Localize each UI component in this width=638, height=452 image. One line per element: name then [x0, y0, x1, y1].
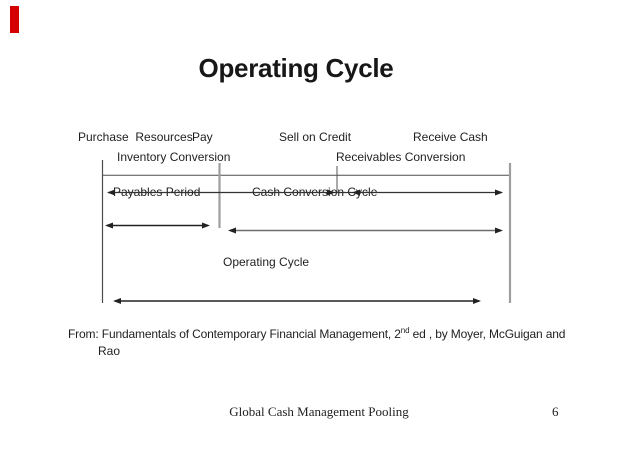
event-label-sell-on-credit: Sell on Credit	[279, 130, 352, 144]
arrowhead-right-icon	[495, 189, 503, 196]
arrowhead-right-icon	[473, 298, 481, 304]
phase-label-receivables-conversion: Receivables Conversion	[336, 150, 466, 164]
arrowhead-right-icon	[202, 222, 210, 229]
event-label-pay: Pay	[192, 130, 213, 144]
source-note-line2: Rao	[98, 344, 121, 358]
source-note-prefix: From: Fundamentals of Contemporary Finan…	[68, 327, 401, 341]
arrowhead-right-icon	[327, 189, 335, 196]
arrowhead-left-icon	[352, 189, 360, 196]
arrowhead-left-icon	[105, 222, 113, 229]
event-label-receive-cash: Receive Cash	[413, 130, 488, 144]
phase-label-inventory-conversion: Inventory Conversion	[117, 150, 231, 164]
arrowhead-left-icon	[113, 298, 121, 304]
source-note-suffix: ed , by Moyer, McGuigan and	[409, 327, 566, 341]
arrowhead-left-icon	[228, 227, 236, 234]
event-label-purchase-resources: Purchase Resources	[78, 130, 193, 144]
source-note: From: Fundamentals of Contemporary Finan…	[68, 326, 573, 343]
payables-period-arrow	[105, 222, 210, 229]
operating-cycle-arrow	[113, 298, 481, 304]
arrowhead-right-icon	[495, 227, 503, 234]
arrowhead-left-icon	[107, 189, 115, 196]
page-number: 6	[552, 404, 559, 419]
source-note-superscript: nd	[400, 326, 410, 335]
receivables-conversion-arrow	[228, 227, 503, 234]
footer-title: Global Cash Management Pooling	[229, 404, 409, 419]
slide-title: Operating Cycle	[198, 53, 394, 83]
accent-bar	[10, 6, 19, 33]
period-label-operating-cycle: Operating Cycle	[223, 255, 310, 269]
cash-conversion-arrow-row	[107, 189, 503, 196]
